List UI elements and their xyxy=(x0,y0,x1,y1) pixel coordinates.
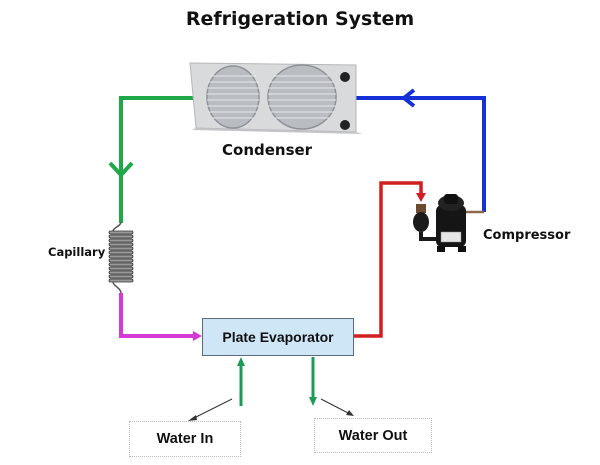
arrow-up-icon xyxy=(237,357,245,366)
flow-arrow-right-icon xyxy=(193,331,202,341)
pipe-capillary-to-evaporator xyxy=(119,293,202,341)
capillary-label: Capillary xyxy=(48,245,106,259)
water-in-box: Water In xyxy=(129,421,241,457)
plate-evaporator-label: Plate Evaporator xyxy=(222,329,334,345)
pointer-arrow-icon xyxy=(346,410,354,416)
water-out-label: Water Out xyxy=(338,427,408,444)
condenser-icon xyxy=(189,62,362,134)
flow-arrow-left-icon xyxy=(400,88,416,108)
water-out-box: Water Out xyxy=(314,418,432,453)
pipe-condenser-to-capillary xyxy=(108,96,196,223)
compressor-icon xyxy=(413,194,484,252)
condenser-label: Condenser xyxy=(222,141,313,159)
plate-evaporator-box: Plate Evaporator xyxy=(202,318,354,356)
water-in-label: Water In xyxy=(156,431,214,447)
flow-arrow-down-icon xyxy=(416,193,426,202)
pointer-arrow-icon xyxy=(188,415,197,421)
water-out-line xyxy=(309,357,354,416)
water-in-line xyxy=(188,357,245,421)
diagram-title: Refrigeration System xyxy=(185,8,415,30)
pipe-compressor-to-condenser xyxy=(352,88,486,212)
pipe-evaporator-to-compressor xyxy=(354,181,426,338)
flow-arrow-down-icon xyxy=(108,161,134,178)
compressor-label: Compressor xyxy=(483,228,571,243)
capillary-coil-icon xyxy=(108,221,134,294)
arrow-down-icon xyxy=(309,397,317,406)
